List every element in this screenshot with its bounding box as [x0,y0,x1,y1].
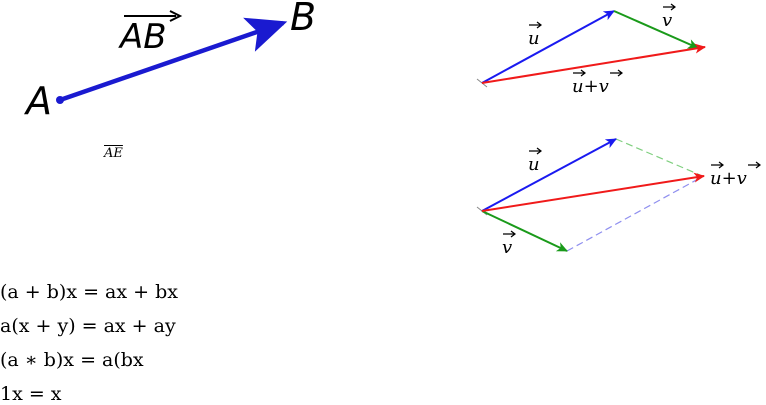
triangle-sum-v-overarrow-icon [610,69,623,77]
triangle-u-arrow [481,10,615,84]
small-vector-label: AE [104,146,123,161]
vector-ab-arrow [59,17,288,103]
point-a-dot [56,96,64,104]
vector-ab-overarrow-icon [169,10,183,22]
triangle-v-arrow [613,10,699,49]
triangle-sum-arrow [481,43,706,84]
triangle-v-overarrow-icon [663,3,676,11]
triangle-u-label: u [528,28,540,49]
para-u-arrow [481,138,617,212]
para-v-arrow [481,210,568,252]
para-sum-label: u+v [710,168,747,189]
triangle-sum-u-overarrow-icon [573,69,586,77]
para-v-label: v [502,237,512,258]
triangle-u-overarrow-icon [529,21,542,29]
vector-ab-label: AB [118,17,167,57]
para-v-overarrow-icon [503,230,516,238]
para-sum-arrow [481,172,705,212]
equation-associative: (a ∗ b)x = a(bx [0,349,144,371]
point-b-label: B [290,0,316,39]
para-u-overarrow-icon [529,147,542,155]
equation-distributive-scalar: (a + b)x = ax + bx [0,281,178,303]
equation-identity: 1x = x [0,383,62,405]
point-a-label: A [23,79,52,123]
para-dashed-blue [566,177,701,252]
para-sum-u-overarrow-icon [711,161,724,169]
para-dashed-green [615,138,701,176]
para-u-label: u [528,154,540,175]
triangle-v-label: v [662,10,672,31]
equation-distributive-vector: a(x + y) = ax + ay [0,315,176,337]
triangle-sum-label: u+v [572,76,609,97]
para-sum-v-overarrow-icon [748,161,761,169]
